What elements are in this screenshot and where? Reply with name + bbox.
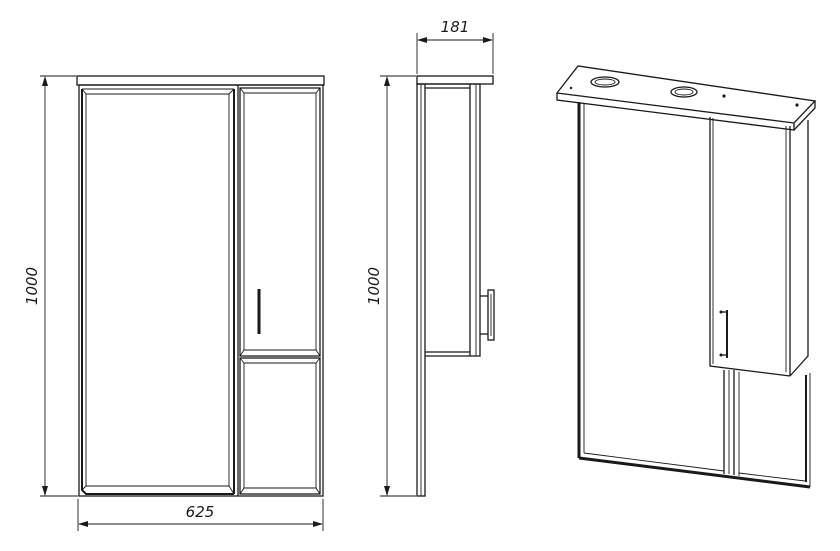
- isometric-view: [555, 65, 817, 489]
- front-height-label: 1000: [23, 267, 41, 305]
- front-outer-frame: [78, 84, 324, 497]
- side-top-shelf: [416, 75, 494, 85]
- front-mirror-left: [81, 88, 235, 495]
- iso-shelf-hole-2: [670, 86, 698, 98]
- iso-mirror-frame: [577, 102, 811, 489]
- iso-cabinet: [709, 117, 809, 377]
- front-top-shelf: [76, 75, 325, 86]
- front-width-dimension: 625: [77, 499, 324, 531]
- side-depth-label: 181: [441, 18, 470, 36]
- front-height-dimension: 1000: [23, 75, 78, 497]
- side-view: [416, 75, 495, 497]
- front-mirror-lower-right: [239, 357, 321, 495]
- iso-door-handle: [719, 310, 728, 358]
- iso-top-shelf: [555, 65, 817, 131]
- front-width-label: 625: [186, 503, 215, 521]
- side-height-label: 1000: [365, 267, 383, 305]
- front-view: [76, 75, 325, 497]
- side-height-dimension: 1000: [365, 75, 416, 497]
- iso-shelf-hole-1: [590, 76, 620, 88]
- front-cabinet-door: [239, 87, 321, 357]
- side-cabinet-body: [425, 83, 481, 357]
- side-depth-dimension: 181: [416, 18, 494, 74]
- side-handle: [480, 289, 495, 341]
